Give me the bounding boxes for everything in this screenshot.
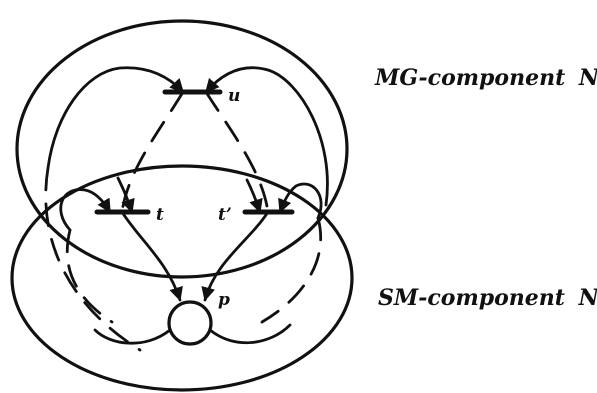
arc-into-t-top: [116, 176, 135, 214]
transition-u-label: u: [228, 86, 240, 106]
arc-from-u-left: [120, 90, 185, 214]
mg-component-label: MG-component N 1: [374, 65, 597, 95]
place-p: [167, 300, 213, 346]
arc-from-t-to-p: [120, 210, 183, 302]
arc-into-u-left: [46, 66, 185, 170]
arc-t-dashed-down: [65, 228, 114, 324]
transition-t2-label: t’: [218, 205, 232, 225]
arc-t2-dashed-down: [260, 216, 323, 324]
arc-into-u-right: [204, 66, 329, 207]
arc-from-p-right: [208, 323, 292, 345]
arc-into-t2-top: [245, 178, 263, 214]
sm-component-name: SM-component: [378, 285, 565, 311]
mg-component-symbol: N: [578, 65, 597, 91]
arc-from-p-left: [93, 328, 172, 345]
transition-t-label: t: [156, 205, 164, 225]
arc-from-t2-to-p: [201, 210, 270, 302]
sm-component-boundary: [10, 164, 354, 392]
sm-component-label: SM-component N 2: [378, 285, 597, 315]
arc-from-u-right: [204, 90, 270, 214]
mg-component-boundary: [15, 19, 349, 279]
sm-component-symbol: N: [578, 285, 597, 311]
arc-outer-left: [44, 166, 142, 352]
mg-component-name: MG-component: [374, 65, 565, 91]
arc-into-t2-right: [278, 182, 323, 220]
place-p-label: p: [218, 290, 230, 310]
arc-into-t-left: [59, 188, 112, 232]
